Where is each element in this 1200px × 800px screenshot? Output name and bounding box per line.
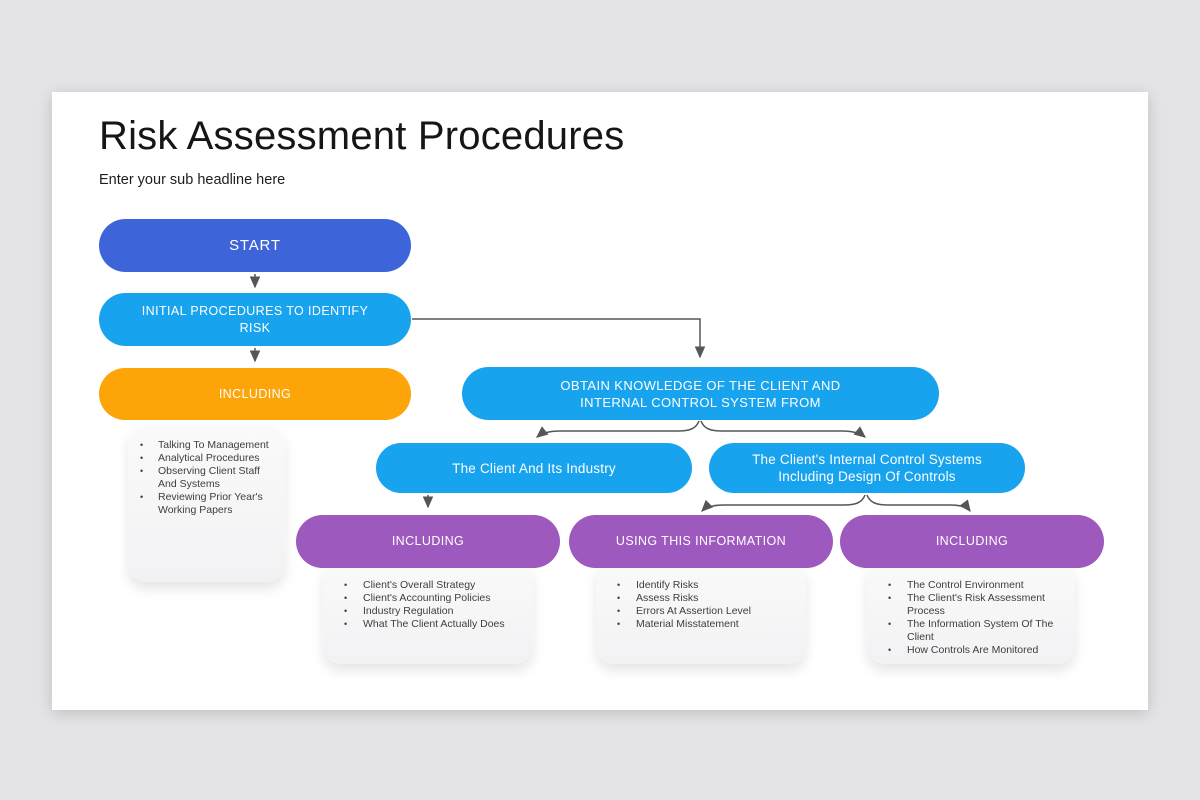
node-obtain-line1: OBTAIN KNOWLEDGE OF THE CLIENT AND (560, 377, 841, 393)
list-item: The Control Environment (867, 579, 1075, 592)
page-subtitle: Enter your sub headline here (99, 172, 286, 188)
node-including-initial-label: INCLUDING (218, 386, 292, 401)
node-obtain-line2: INTERNAL CONTROL SYSTEM FROM (580, 394, 821, 410)
node-client-industry-label: The Client And Its Industry (452, 460, 616, 476)
node-initial-line1: INITIAL PROCEDURES TO IDENTIFY (141, 303, 369, 318)
list-item: Client's Accounting Policies (323, 592, 533, 605)
list-item: Analytical Procedures (128, 452, 285, 465)
node-obtain-knowledge[interactable]: OBTAIN KNOWLEDGE OF THE CLIENT AND INTER… (462, 367, 939, 420)
list-item: Client's Overall Strategy (323, 579, 533, 592)
node-initial-line2: RISK (239, 320, 271, 335)
node-initial-procedures[interactable]: INITIAL PROCEDURES TO IDENTIFY RISK (99, 293, 411, 346)
list-item: Industry Regulation (323, 605, 533, 618)
node-client-industry[interactable]: The Client And Its Industry (376, 443, 692, 493)
card-using-information-list: Identify RisksAssess RisksErrors At Asse… (596, 560, 806, 664)
list-item: Assess Risks (596, 592, 806, 605)
list-item: Talking To Management (128, 439, 285, 452)
list-item: What The Client Actually Does (323, 618, 533, 631)
node-including-initial[interactable]: INCLUDING (99, 368, 411, 420)
node-including-internal[interactable]: INCLUDING (840, 515, 1104, 568)
list-item: Errors At Assertion Level (596, 605, 806, 618)
node-including-industry-label: INCLUDING (391, 534, 465, 548)
initial-including-list: Talking To ManagementAnalytical Procedur… (128, 426, 285, 517)
list-item: Reviewing Prior Year's Working Papers (128, 491, 285, 517)
node-client-internal-line2: Including Design Of Controls (778, 469, 956, 484)
list-item: How Controls Are Monitored (867, 644, 1075, 657)
node-client-internal-line1: The Client's Internal Control Systems (752, 452, 982, 467)
list-item: The Client's Risk Assessment Process (867, 592, 1075, 618)
card-initial-including-list: Talking To ManagementAnalytical Procedur… (128, 426, 285, 582)
card-internal-including-list: The Control EnvironmentThe Client's Risk… (867, 560, 1075, 664)
internal-including-list: The Control EnvironmentThe Client's Risk… (867, 560, 1075, 657)
industry-including-list: Client's Overall StrategyClient's Accoun… (323, 560, 533, 631)
list-item: Observing Client Staff And Systems (128, 465, 285, 491)
node-start[interactable]: START (99, 219, 411, 272)
list-item: The Information System Of The Client (867, 618, 1075, 644)
node-using-information[interactable]: USING THIS INFORMATION (569, 515, 833, 568)
node-start-label: START (229, 237, 281, 254)
node-including-industry[interactable]: INCLUDING (296, 515, 560, 568)
node-including-internal-label: INCLUDING (935, 534, 1009, 548)
list-item: Material Misstatement (596, 618, 806, 631)
list-item: Identify Risks (596, 579, 806, 592)
page-title: Risk Assessment Procedures (99, 114, 625, 158)
node-using-information-label: USING THIS INFORMATION (615, 534, 787, 548)
card-industry-including-list: Client's Overall StrategyClient's Accoun… (323, 560, 533, 664)
node-client-internal-controls[interactable]: The Client's Internal Control Systems In… (709, 443, 1025, 493)
using-information-list: Identify RisksAssess RisksErrors At Asse… (596, 560, 806, 631)
